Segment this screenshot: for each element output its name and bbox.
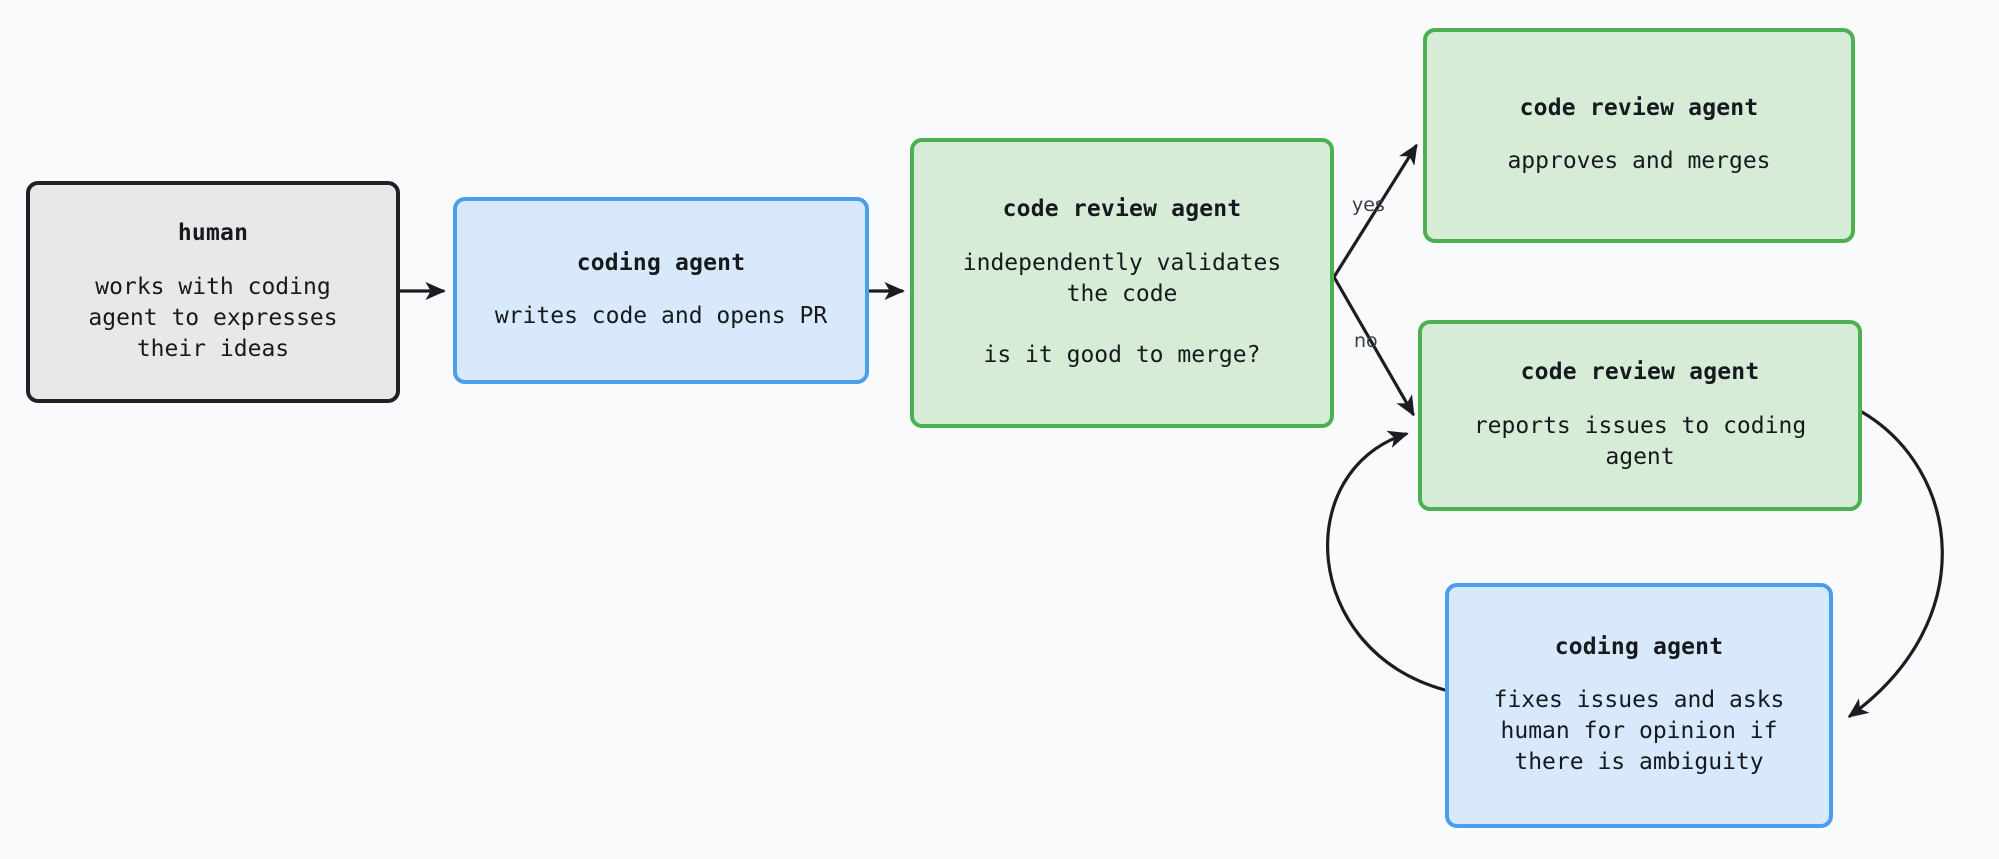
node-code-review-agent-reports[interactable]: code review agent reports issues to codi… <box>1418 320 1862 511</box>
node-code-review-agent-approves[interactable]: code review agent approves and merges <box>1423 28 1855 243</box>
node-coding-agent-writes[interactable]: coding agent writes code and opens PR <box>453 197 869 384</box>
node-coding-agent-fixes[interactable]: coding agent fixes issues and asks human… <box>1445 583 1833 828</box>
edge-reports-to-fixes <box>1847 410 1944 718</box>
node-human[interactable]: human works with coding agent to express… <box>26 181 400 403</box>
node-code-review-agent-reports-title: code review agent <box>1520 359 1760 386</box>
node-code-review-agent-approves-title: code review agent <box>1519 94 1759 121</box>
node-code-review-agent-reports-description: reports issues to coding agent <box>1473 412 1807 470</box>
node-human-description: works with coding agent to expresses the… <box>88 273 338 362</box>
node-coding-agent-fixes-title: coding agent <box>1554 633 1724 660</box>
edge-label-yes: yes <box>1352 194 1385 216</box>
node-code-review-agent-validates[interactable]: code review agent independently validate… <box>910 138 1334 428</box>
edge-label-no: no <box>1354 330 1378 352</box>
node-code-review-agent-validates-description: independently validates the code <box>962 249 1282 307</box>
node-human-title: human <box>177 220 249 247</box>
node-code-review-agent-approves-description: approves and merges <box>1507 148 1771 175</box>
node-coding-agent-writes-title: coding agent <box>576 249 746 276</box>
node-coding-agent-writes-description: writes code and opens PR <box>494 303 828 330</box>
node-coding-agent-fixes-description: fixes issues and asks human for opinion … <box>1493 687 1785 776</box>
node-code-review-agent-validates-question: is it good to merge? <box>983 341 1261 368</box>
node-code-review-agent-validates-title: code review agent <box>1002 196 1242 223</box>
